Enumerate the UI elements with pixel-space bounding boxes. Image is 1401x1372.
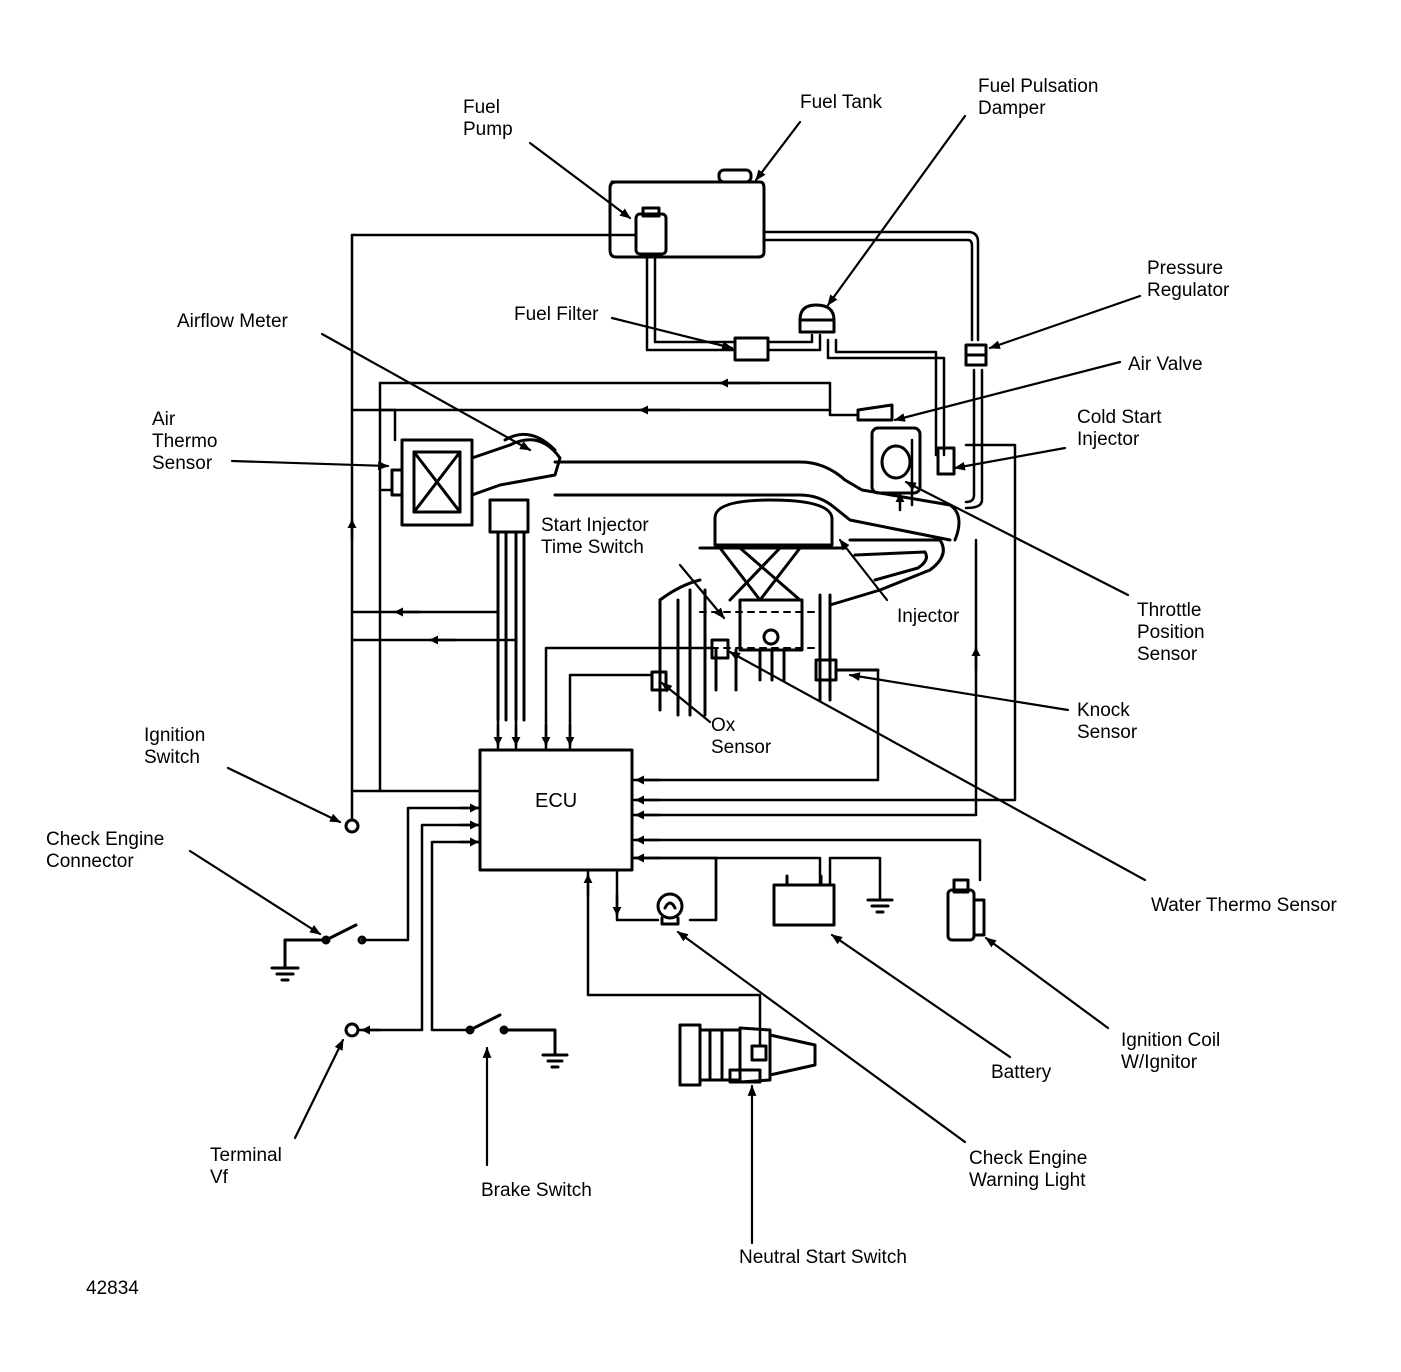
label-fuel-filter: Fuel Filter [514,304,599,325]
check-engine-warning-light [656,892,684,926]
label-air-thermo-sensor: Air Thermo Sensor [152,409,218,474]
ecu-label: ECU [535,790,578,812]
pressure-regulator [964,343,988,367]
label-check-engine-warning-light: Check Engine Warning Light [969,1148,1088,1191]
label-throttle-position-sensor: Throttle Position Sensor [1137,600,1205,665]
label-injector: Injector [897,606,960,627]
ox-sensor-body [650,670,668,692]
check-engine-connector-switch [270,923,367,982]
label-fuel-pulsation-damper: Fuel Pulsation Damper [978,76,1099,119]
airflow-meter [470,432,562,497]
label-pressure-regulator: Pressure Regulator [1147,258,1230,301]
ignition-switch-terminal [344,818,360,834]
fuel-pump [634,206,668,256]
air-cleaner [390,438,474,527]
label-water-thermo-sensor: Water Thermo Sensor [1151,895,1337,916]
cold-start-injector-body [936,446,956,476]
fuel-pulsation-damper [798,303,836,334]
engine-block [658,578,832,717]
label-knock-sensor: Knock Sensor [1077,700,1138,743]
label-neutral-start-switch: Neutral Start Switch [739,1247,907,1268]
label-cold-start-injector: Cold Start Injector [1077,407,1162,450]
label-air-valve: Air Valve [1128,354,1203,375]
start-injector-time-switch-housing [488,498,530,722]
figure-number: 42834 [86,1278,139,1299]
intake-duct [553,460,961,542]
ecu-box [478,748,634,872]
label-terminal-vf: Terminal Vf [210,1145,282,1188]
label-ox-sensor: Ox Sensor [711,715,772,758]
fuel-tank [608,168,766,259]
knock-sensor-body [814,658,880,682]
label-start-injector-time-switch: Start Injector Time Switch [541,515,649,558]
battery [772,874,894,927]
terminal-vf [344,1022,360,1038]
leader-arrows [188,114,1147,1245]
transmission [678,1023,817,1087]
label-ignition-switch: Ignition Switch [144,725,206,768]
throttle-body [856,403,922,495]
label-airflow-meter: Airflow Meter [177,311,288,332]
label-brake-switch: Brake Switch [481,1180,592,1201]
label-check-engine-connector: Check Engine Connector [46,829,165,872]
ignition-coil [946,878,986,942]
label-ignition-coil: Ignition Coil W/Ignitor [1121,1030,1221,1073]
label-fuel-tank: Fuel Tank [800,92,883,113]
engine-head [698,498,945,607]
brake-switch [465,1013,569,1069]
label-battery: Battery [991,1062,1052,1083]
wire-arrows [347,378,981,1035]
label-fuel-pump: Fuel Pump [463,97,513,140]
fuel-lines [645,230,984,510]
fuel-filter [733,336,770,362]
